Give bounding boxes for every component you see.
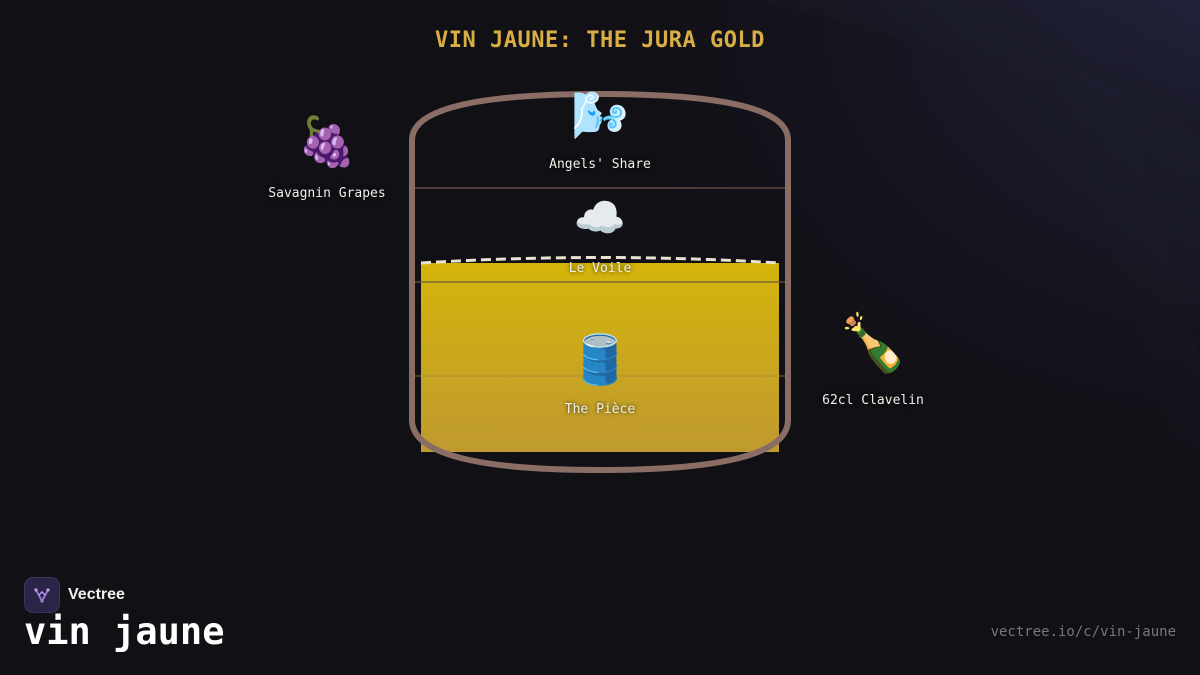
source-url[interactable]: vectree.io/c/vin-jaune — [990, 624, 1176, 640]
grapes-icon: 🍇 — [297, 114, 357, 170]
voile-label: Le Voile — [568, 261, 632, 276]
brand-name: Vectree — [68, 586, 125, 603]
cloud-icon: ☁️ — [573, 193, 627, 242]
wine-fill — [421, 263, 779, 452]
veil-line — [420, 256, 780, 265]
brand: Vectree — [24, 577, 125, 613]
diagram-title: VIN JAUNE: THE JURA GOLD — [435, 28, 765, 53]
piece-label: The Pièce — [564, 402, 636, 417]
angels-share-label: Angels' Share — [549, 157, 651, 172]
grapes-label: Savagnin Grapes — [268, 186, 386, 201]
clavelin-label: 62cl Clavelin — [822, 393, 924, 408]
subject-title: vin jaune — [24, 610, 225, 653]
barrel-outline — [409, 90, 791, 474]
wind-icon: 🌬️ — [571, 88, 629, 142]
vectree-logo-icon — [24, 577, 60, 613]
bottle-icon: 🍾 — [838, 311, 908, 376]
barrel-icon: 🛢️ — [570, 332, 630, 388]
